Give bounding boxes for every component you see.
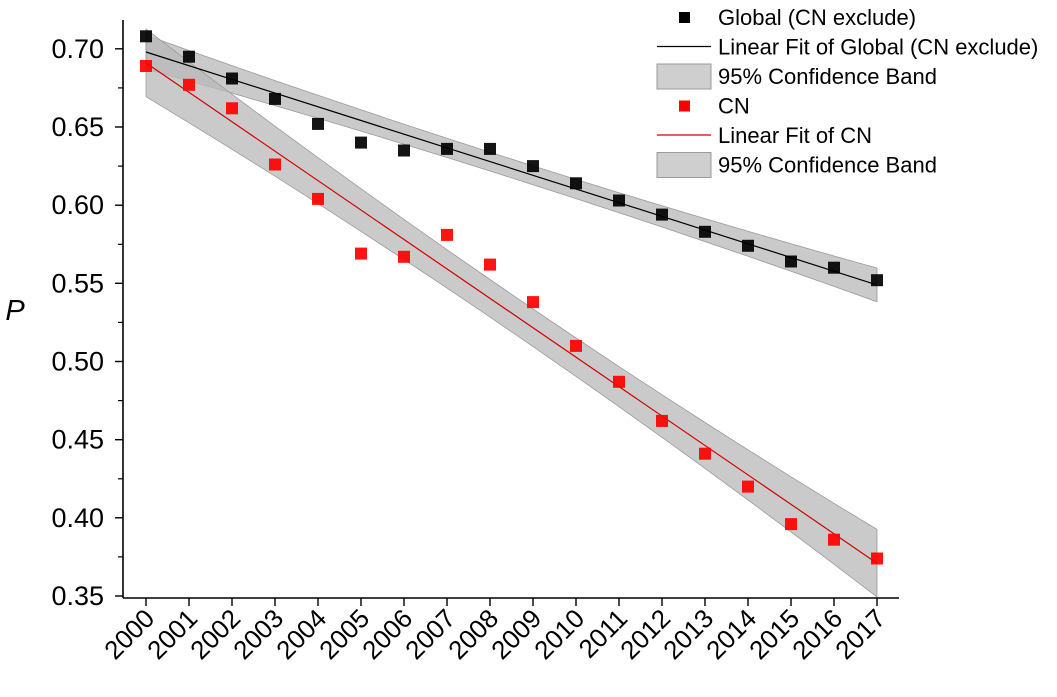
data-point — [183, 50, 195, 63]
data-point — [527, 160, 539, 173]
data-point — [613, 375, 625, 388]
legend: Global (CN exclude) Linear Fit of Global … — [656, 5, 1038, 178]
data-point — [699, 225, 711, 238]
data-point — [183, 78, 195, 91]
data-points — [140, 30, 883, 565]
data-point — [613, 194, 625, 207]
data-point — [828, 261, 840, 274]
legend-label: Global (CN exclude) — [718, 5, 916, 30]
y-tick-label: 0.50 — [51, 347, 104, 377]
legend-band-swatch — [656, 63, 712, 90]
data-point — [226, 72, 238, 85]
data-point — [226, 102, 238, 115]
y-tick-label: 0.60 — [51, 190, 104, 220]
data-point — [312, 117, 324, 130]
x-tick-label: 2017 — [829, 603, 891, 665]
data-point — [398, 250, 410, 263]
fit-line-1 — [145, 62, 878, 564]
data-point — [269, 158, 281, 171]
data-point — [484, 142, 496, 155]
legend-marker — [679, 100, 690, 112]
data-point — [312, 192, 324, 205]
axes: 0.350.400.450.500.550.600.650.70P2000200… — [5, 20, 899, 665]
y-axis-label: P — [5, 295, 25, 327]
legend-item: 95% Confidence Band — [656, 152, 937, 178]
legend-item: Linear Fit of Global (CN exclude) — [657, 35, 1038, 60]
data-point — [742, 480, 754, 493]
data-point — [441, 228, 453, 241]
legend-label: Linear Fit of Global (CN exclude) — [718, 35, 1038, 60]
data-point — [871, 274, 883, 287]
legend-marker — [679, 12, 690, 23]
y-tick-label: 0.55 — [51, 268, 104, 298]
y-tick-label: 0.45 — [51, 425, 104, 455]
legend-item: Global (CN exclude) — [679, 5, 916, 30]
data-point — [656, 414, 668, 427]
data-point — [140, 30, 152, 43]
data-point — [871, 552, 883, 565]
data-point — [484, 258, 496, 271]
data-point — [570, 177, 582, 190]
y-tick-label: 0.70 — [51, 34, 104, 64]
legend-label: 95% Confidence Band — [718, 64, 937, 89]
data-point — [441, 142, 453, 155]
legend-item: Linear Fit of CN — [657, 123, 872, 148]
fit-line-0 — [145, 51, 878, 286]
data-point — [785, 518, 797, 531]
data-point — [398, 144, 410, 157]
fit-lines — [145, 51, 878, 564]
data-point — [699, 447, 711, 460]
data-point — [269, 92, 281, 105]
data-point — [355, 136, 367, 149]
data-point — [828, 533, 840, 546]
legend-label: CN — [718, 94, 750, 119]
y-tick-label: 0.40 — [51, 503, 104, 533]
legend-item: 95% Confidence Band — [656, 63, 937, 90]
data-point — [785, 255, 797, 268]
legend-label: 95% Confidence Band — [718, 153, 937, 178]
data-point — [355, 247, 367, 260]
y-tick-label: 0.35 — [51, 581, 104, 611]
data-point — [570, 339, 582, 352]
legend-label: Linear Fit of CN — [718, 123, 872, 148]
data-point — [742, 239, 754, 252]
data-point — [140, 60, 152, 72]
data-point — [656, 208, 668, 221]
legend-band-swatch — [656, 152, 712, 178]
y-tick-label: 0.65 — [51, 112, 104, 142]
legend-item: CN — [679, 94, 750, 119]
data-point — [527, 296, 539, 309]
